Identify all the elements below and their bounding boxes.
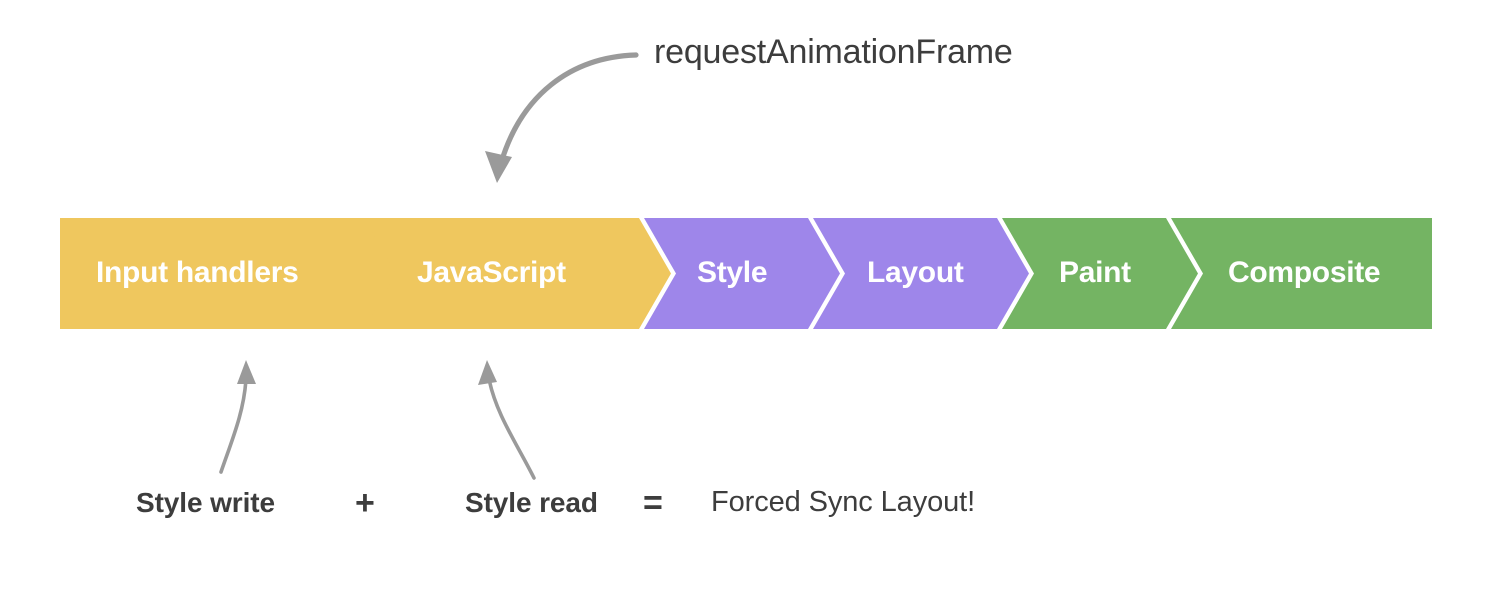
pipeline-segment-paint[interactable]: Paint	[1002, 218, 1198, 329]
formula-result-forced-sync-layout: Forced Sync Layout!	[711, 486, 976, 518]
rendering-pipeline: Input handlers JavaScript Style Layout P…	[60, 218, 1432, 329]
pipeline-segment-style[interactable]: Style	[644, 218, 840, 329]
pipeline-segment-javascript[interactable]: JavaScript	[364, 218, 671, 329]
pipeline-segment-label: Layout	[867, 255, 964, 289]
style-write-arrow	[219, 360, 256, 474]
raf-pointer-arrow	[485, 52, 639, 183]
pipeline-segment-label: Input handlers	[96, 255, 299, 289]
formula-term-style-write: Style write	[136, 487, 275, 518]
formula-operator-plus: +	[355, 484, 375, 522]
pipeline-segment-input-handlers[interactable]: Input handlers	[60, 218, 424, 329]
pipeline-segment-label: Paint	[1059, 255, 1131, 289]
request-animation-frame-label: requestAnimationFrame	[654, 33, 1013, 71]
pipeline-segment-label: Style	[697, 255, 768, 289]
pipeline-segment-layout[interactable]: Layout	[813, 218, 1029, 329]
style-read-arrow	[478, 360, 536, 480]
pipeline-segment-composite[interactable]: Composite	[1171, 218, 1432, 329]
pipeline-segment-label: Composite	[1228, 255, 1381, 289]
formula-operator-equals: =	[643, 484, 663, 522]
formula-term-style-read: Style read	[465, 487, 598, 518]
pipeline-segment-label: JavaScript	[417, 255, 566, 289]
